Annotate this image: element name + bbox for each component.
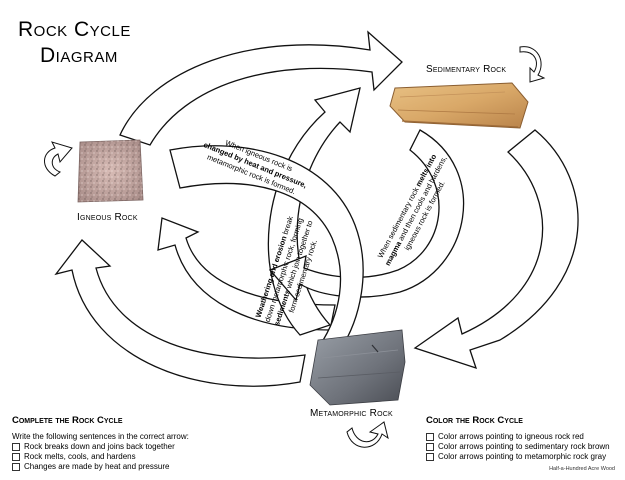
outer-arrow-igneous-to-sedimentary	[119, 30, 403, 146]
checkbox[interactable]	[12, 442, 20, 451]
checkbox[interactable]	[426, 442, 434, 451]
color-item-label: Color arrows pointing to igneous rock re…	[438, 432, 584, 441]
checkbox[interactable]	[12, 462, 20, 471]
label-sedimentary-rock: Sedimentary Rock	[426, 64, 507, 75]
title-line-2: Diagram	[40, 44, 118, 67]
sedimentary-rock-image	[389, 82, 529, 129]
color-heading: Color the Rock Cycle	[426, 415, 523, 426]
label-metamorphic-rock: Metamorphic Rock	[310, 408, 393, 419]
cycle-arrow-icon	[519, 46, 546, 83]
outer-arrow-sedimentary-to-metamorphic	[413, 129, 579, 370]
complete-item-2: Rock melts, cools, and hardens	[12, 452, 136, 461]
complete-instruction: Write the following sentences in the cor…	[12, 432, 189, 441]
color-item-label: Color arrows pointing to sedimentary roc…	[438, 442, 610, 451]
complete-item-label: Rock melts, cools, and hardens	[24, 452, 136, 461]
cycle-arrow-icon	[346, 421, 389, 448]
cycle-arrow-icon	[44, 141, 73, 177]
complete-item-1: Rock breaks down and joins back together	[12, 442, 175, 451]
complete-item-label: Rock breaks down and joins back together	[24, 442, 175, 451]
inner-arrow-sedimentary-to-igneous	[268, 129, 465, 302]
checkbox[interactable]	[12, 452, 20, 461]
metamorphic-rock-image	[309, 329, 406, 406]
complete-item-label: Changes are made by heat and pressure	[24, 462, 170, 471]
checkbox[interactable]	[426, 452, 434, 461]
title-line-1: Rock Cycle	[18, 18, 131, 41]
color-item-2: Color arrows pointing to sedimentary roc…	[426, 442, 610, 451]
complete-item-3: Changes are made by heat and pressure	[12, 462, 169, 471]
label-igneous-rock: Igneous Rock	[77, 212, 138, 223]
checkbox[interactable]	[426, 432, 434, 441]
complete-heading: Complete the Rock Cycle	[12, 415, 123, 426]
color-item-1: Color arrows pointing to igneous rock re…	[426, 432, 584, 441]
credit: Half-a-Hundred Acre Wood	[549, 466, 615, 472]
color-item-label: Color arrows pointing to metamorphic roc…	[438, 452, 607, 461]
igneous-rock-image	[77, 139, 144, 203]
color-item-3: Color arrows pointing to metamorphic roc…	[426, 452, 606, 461]
outer-arrow-metamorphic-to-igneous	[54, 239, 306, 387]
